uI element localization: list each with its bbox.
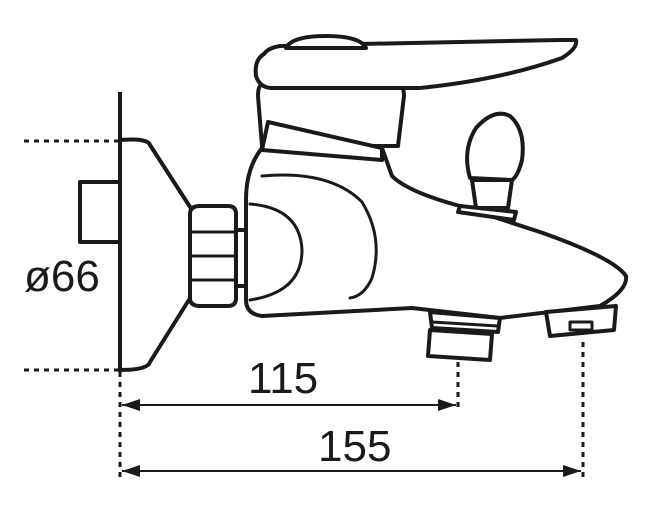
aerator-slot [568, 320, 594, 332]
dimension-label-155: 155 [318, 422, 391, 471]
arrow-115-right [438, 399, 456, 411]
body-inner-curve [260, 173, 378, 300]
housing-collar [260, 120, 384, 162]
diverter-knob [465, 111, 525, 182]
lever-handle [253, 38, 579, 90]
mixer-body [244, 146, 629, 320]
dimension-label-115: 115 [248, 354, 318, 403]
diverter-base [456, 204, 518, 222]
diameter-label: ø66 [24, 252, 100, 301]
escutcheon-cover [118, 137, 194, 372]
diverter-stem [470, 178, 514, 210]
lever-top-cap [284, 34, 368, 50]
arrow-115-left [122, 399, 140, 411]
shower-outlet-thread-line [430, 320, 500, 328]
arrow-155-left [122, 465, 140, 477]
inlet-pipe [78, 180, 122, 244]
body-circle-recess [248, 202, 304, 302]
arrow-155-right [563, 465, 581, 477]
shower-outlet-nut [426, 328, 494, 362]
